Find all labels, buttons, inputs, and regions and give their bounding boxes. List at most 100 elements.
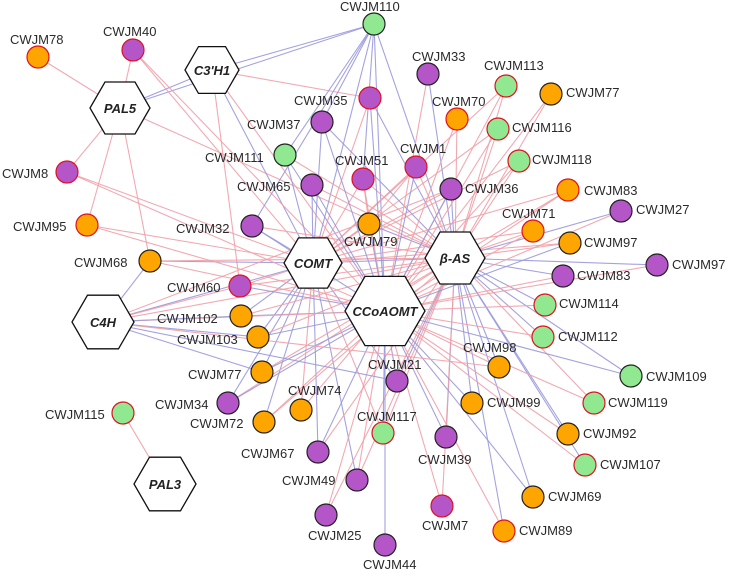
module-circle[interactable] [416,62,440,86]
module-node-cwjm110[interactable]: CWJM110 [340,0,400,36]
module-node-cwjm51[interactable]: CWJM51 [335,153,388,191]
module-circle[interactable] [573,453,597,477]
module-node-cwjm67[interactable]: CWJM67 [241,440,330,464]
module-circle[interactable] [228,274,252,298]
module-circle[interactable] [539,82,563,106]
gene-hexagon[interactable] [283,237,343,289]
module-node-cwjm107[interactable]: CWJM107 [573,453,661,477]
module-circle[interactable] [533,293,557,317]
module-node-cwjm113[interactable]: CWJM113 [484,58,544,98]
module-circle[interactable] [216,391,240,415]
module-node-cwjm37[interactable]: CWJM37 [247,110,334,134]
module-circle[interactable] [229,304,253,328]
module-node-cwjm40[interactable]: CWJM40 [103,24,156,62]
module-node-cwjm115[interactable]: CWJM115 [45,401,135,425]
gene-hexagon[interactable] [89,81,151,135]
module-circle[interactable] [240,214,264,238]
module-node-cwjm92[interactable]: CWJM92 [556,422,636,446]
module-node-cwjm68[interactable]: CWJM68 [74,249,162,273]
module-node-cwjm7[interactable]: CWJM7 [422,494,468,533]
module-circle[interactable] [246,325,270,349]
module-node-cwjm114[interactable]: CWJM114 [533,293,619,317]
module-node-cwjm89[interactable]: CWJM89 [492,519,572,543]
module-node-cwjm83[interactable]: CWJM83 [556,178,637,202]
module-node-cwjm95[interactable]: CWJM95 [13,213,99,237]
module-node-cwjm32[interactable]: CWJM32 [176,214,264,238]
gene-node-comt[interactable]: COMT [283,237,343,289]
module-node-cwjm34[interactable]: CWJM34 [155,391,240,415]
module-circle[interactable] [439,177,463,201]
module-circle[interactable] [385,369,409,393]
module-circle[interactable] [486,117,510,141]
module-node-cwjm77[interactable]: CWJM77 [539,82,619,106]
module-node-cwjm70[interactable]: CWJM70 [432,94,485,131]
module-node-cwjm1[interactable]: CWJM1 [400,141,446,179]
gene-hexagon[interactable] [71,294,135,350]
module-circle[interactable] [619,364,643,388]
module-node-cwjm118[interactable]: CWJM118 [507,149,592,173]
module-node-cwjm39[interactable]: CWJM39 [418,425,471,467]
module-node-cwjm97[interactable]: CWJM97 [645,253,725,277]
module-node-cwjm102[interactable]: CWJM102 [157,304,253,328]
gene-node-bas[interactable]: β-AS [424,231,486,285]
module-circle[interactable] [373,533,397,557]
module-node-cwjm78[interactable]: CWJM78 [10,32,63,69]
module-circle[interactable] [55,160,79,184]
module-circle[interactable] [531,325,555,349]
module-circle[interactable] [494,74,518,98]
module-circle[interactable] [310,110,334,134]
module-node-cwjm25[interactable]: CWJM25 [308,503,361,543]
module-circle[interactable] [314,503,338,527]
module-circle[interactable] [358,86,382,110]
gene-node-c3h1[interactable]: C3'H1 [184,45,240,95]
gene-node-pal5[interactable]: PAL5 [89,81,151,135]
module-circle[interactable] [521,485,545,509]
module-circle[interactable] [306,440,330,464]
gene-node-ccoaomt[interactable]: CCoAOMT [344,275,426,347]
gene-hexagon[interactable] [184,45,240,95]
module-node-cwjm74[interactable]: CWJM74 [288,383,341,422]
module-node-cwjm33[interactable]: CWJM33 [412,49,465,86]
module-circle[interactable] [521,219,545,243]
module-node-cwjm35[interactable]: CWJM35 [294,86,382,110]
gene-hexagon[interactable] [344,275,426,347]
module-circle[interactable] [75,213,99,237]
module-circle[interactable] [345,468,369,492]
gene-hexagon[interactable] [133,456,197,512]
module-node-cwjm60[interactable]: CWJM60 [167,274,252,298]
module-circle[interactable] [507,149,531,173]
module-circle[interactable] [26,45,50,69]
module-node-cwjm72[interactable]: CWJM72 [190,410,276,434]
module-node-cwjm79[interactable]: CWJM79 [344,212,397,249]
module-node-cwjm99[interactable]: CWJM99 [460,391,540,415]
module-circle[interactable] [445,107,469,131]
module-circle[interactable] [645,253,669,277]
module-node-cwjm21[interactable]: CWJM21 [368,357,421,393]
gene-hexagon[interactable] [424,231,486,285]
module-node-cwjm69[interactable]: CWJM69 [521,485,601,509]
module-node-cwjm103[interactable]: CWJM103 [177,325,270,349]
module-circle[interactable] [362,12,386,36]
module-circle[interactable] [351,167,375,191]
module-node-cwjm65[interactable]: CWJM65 [237,173,324,197]
module-node-cwjm36[interactable]: CWJM36 [439,177,518,201]
module-circle[interactable] [492,519,516,543]
module-node-cwjm111[interactable]: CWJM111 [205,143,297,167]
gene-node-pal3[interactable]: PAL3 [133,456,197,512]
module-circle[interactable] [250,360,274,384]
module-circle[interactable] [558,231,582,255]
module-node-cwjm98[interactable]: CWJM98 [463,340,516,379]
module-circle[interactable] [404,155,428,179]
module-circle[interactable] [556,422,580,446]
module-node-cwjm44[interactable]: CWJM44 [363,533,416,572]
module-node-cwjm49[interactable]: CWJM49 [282,468,369,492]
module-node-cwjm119[interactable]: CWJM119 [582,391,668,415]
module-circle[interactable] [434,425,458,449]
module-circle[interactable] [121,38,145,62]
module-circle[interactable] [556,178,580,202]
module-circle[interactable] [300,173,324,197]
module-circle[interactable] [357,212,381,236]
module-circle[interactable] [273,143,297,167]
module-circle[interactable] [487,355,511,379]
gene-node-c4h[interactable]: C4H [71,294,135,350]
